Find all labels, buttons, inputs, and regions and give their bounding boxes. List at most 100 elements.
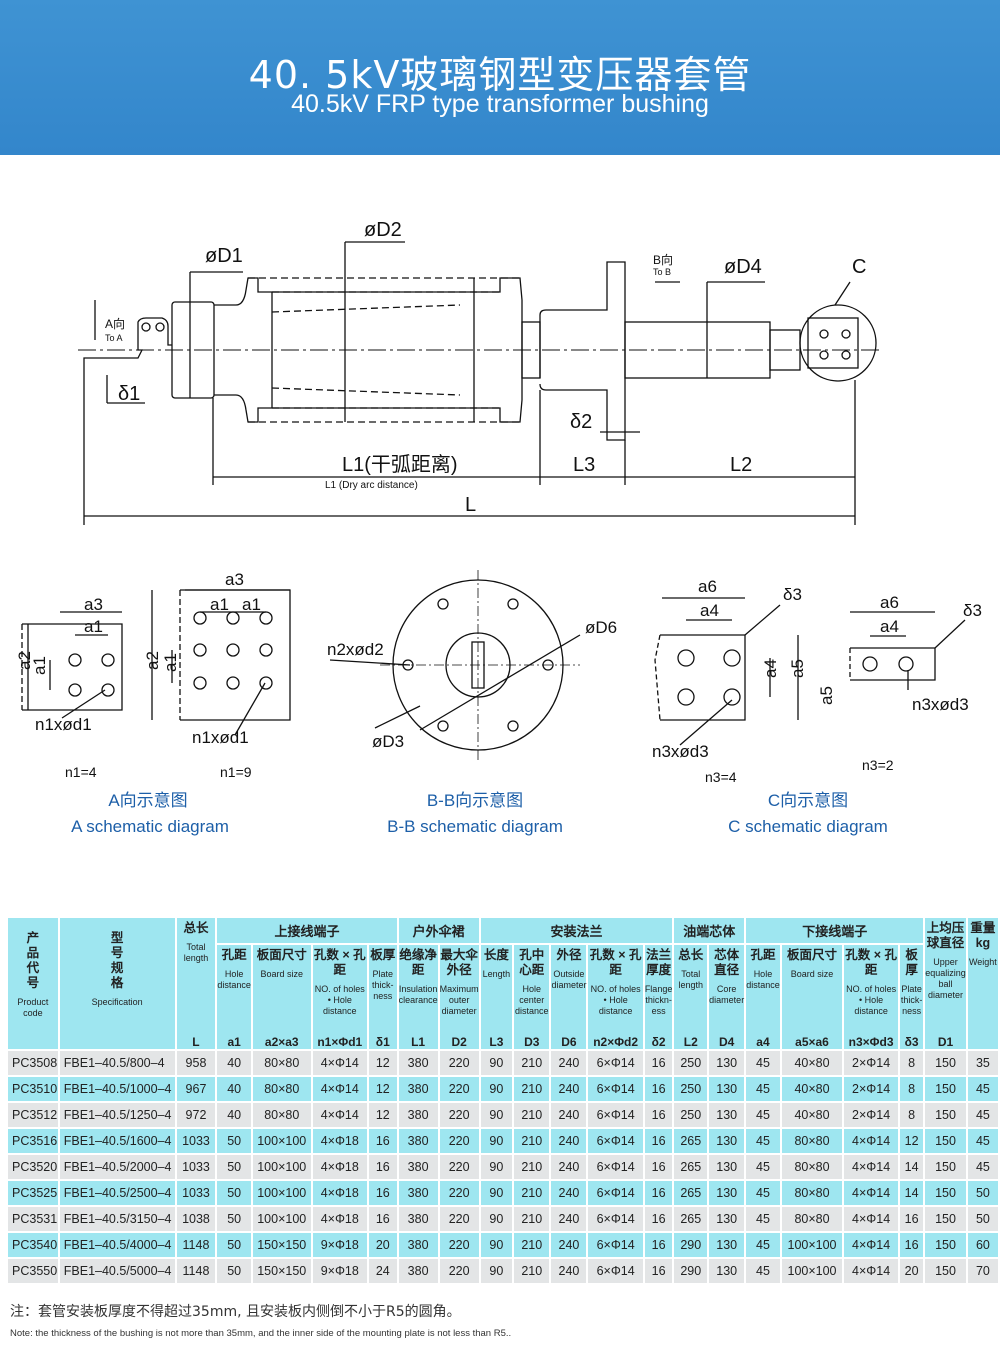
table-cell: 100×100 <box>781 1233 843 1257</box>
table-cell: 45 <box>746 1207 780 1231</box>
table-cell: 90 <box>480 1077 513 1101</box>
header-chinese: 上均压球直径 <box>926 921 965 950</box>
column-group-header: 上接线端子 <box>217 918 397 943</box>
table-cell: 380 <box>398 1155 438 1179</box>
table-cell: 220 <box>439 1181 479 1205</box>
table-cell: 45 <box>746 1233 780 1257</box>
table-cell: 9×Φ18 <box>312 1259 367 1283</box>
header-english: Upper equalizing ball diameter <box>925 957 966 1000</box>
table-cell: 150 <box>925 1181 966 1205</box>
header-chinese: 孔数 × 孔距 <box>313 948 366 977</box>
table-cell: 45 <box>967 1155 998 1179</box>
table-cell: 265 <box>674 1181 708 1205</box>
table-cell: PC3510 <box>8 1077 58 1101</box>
table-cell: 150 <box>925 1103 966 1127</box>
table-cell: 12 <box>899 1129 924 1153</box>
table-cell: 2×Φ14 <box>844 1051 898 1075</box>
table-cell: 130 <box>709 1051 745 1075</box>
table-cell: 16 <box>368 1155 397 1179</box>
table-cell: 45 <box>967 1103 998 1127</box>
label-to-a: To A <box>105 333 123 343</box>
header-symbol: a2×a3 <box>264 1035 299 1049</box>
label-l: L <box>465 494 476 516</box>
caption-c-cn: C向示意图 <box>768 791 848 810</box>
header-symbol: L3 <box>489 1035 504 1049</box>
header-english: Flange thickn-ess <box>644 984 673 1016</box>
table-cell: 45 <box>967 1077 998 1101</box>
table-cell: PC3540 <box>8 1233 58 1257</box>
table-cell: FBE1–40.5/5000–4 <box>59 1259 175 1283</box>
table-cell: 6×Φ14 <box>588 1259 643 1283</box>
table-cell: 240 <box>551 1207 587 1231</box>
label-n1d1-9: n1xød1 <box>192 728 249 747</box>
table-cell: FBE1–40.5/2500–4 <box>59 1181 175 1205</box>
table-cell: 90 <box>480 1233 513 1257</box>
header-english: Specification <box>91 997 143 1007</box>
table-cell: 265 <box>674 1207 708 1231</box>
table-cell: 210 <box>514 1077 550 1101</box>
header-chinese: 芯体直径 <box>714 948 740 977</box>
table-cell: 265 <box>674 1155 708 1179</box>
table-cell: 45 <box>746 1155 780 1179</box>
header-symbol: a4 <box>756 1035 770 1049</box>
label-a1: a1 <box>84 617 103 636</box>
table-cell: 220 <box>439 1051 479 1075</box>
table-cell: 1033 <box>176 1155 216 1179</box>
table-cell: 80×80 <box>781 1181 843 1205</box>
header-english: Maximum outer diameter <box>439 984 479 1016</box>
header-chinese: 长度 <box>483 948 509 962</box>
header-chinese: 孔数 × 孔距 <box>845 948 897 977</box>
table-cell: 4×Φ14 <box>844 1259 898 1283</box>
table-cell: 100×100 <box>781 1259 843 1283</box>
table-cell: PC3508 <box>8 1051 58 1075</box>
caption-a-cn: A向示意图 <box>108 791 187 810</box>
table-cell: FBE1–40.5/1250–4 <box>59 1103 175 1127</box>
table-cell: 150 <box>925 1259 966 1283</box>
table-cell: 20 <box>899 1259 924 1283</box>
table-cell: 265 <box>674 1129 708 1153</box>
table-cell: 240 <box>551 1129 587 1153</box>
table-cell: 12 <box>368 1077 397 1101</box>
table-cell: 250 <box>674 1051 708 1075</box>
label-a1-vertical: a1 <box>30 656 49 675</box>
table-cell: 14 <box>899 1181 924 1205</box>
table-cell: 6×Φ14 <box>588 1051 643 1075</box>
table-cell: 8 <box>899 1103 924 1127</box>
label-n1-4: n1=4 <box>65 764 97 780</box>
table-cell: FBE1–40.5/4000–4 <box>59 1233 175 1257</box>
table-cell: 6×Φ14 <box>588 1103 643 1127</box>
table-cell: 45 <box>746 1051 780 1075</box>
label-d6: øD6 <box>585 618 617 637</box>
table-cell: 40×80 <box>781 1103 843 1127</box>
table-cell: 250 <box>674 1077 708 1101</box>
table-cell: 80×80 <box>252 1077 311 1101</box>
table-cell: 240 <box>551 1051 587 1075</box>
table-cell: 150 <box>925 1077 966 1101</box>
table-cell: 4×Φ14 <box>312 1103 367 1127</box>
table-cell: 1148 <box>176 1259 216 1283</box>
table-cell: 380 <box>398 1129 438 1153</box>
table-cell: 150×150 <box>252 1233 311 1257</box>
note-en: Note: the thickness of the bushing is no… <box>10 1328 512 1339</box>
table-cell: 290 <box>674 1233 708 1257</box>
table-cell: 40 <box>217 1077 251 1101</box>
table-cell: 220 <box>439 1077 479 1101</box>
table-cell: 150 <box>925 1233 966 1257</box>
table-cell: FBE1–40.5/1600–4 <box>59 1129 175 1153</box>
header-chinese: 绝缘净距 <box>399 948 437 977</box>
label-a2-9: a2 <box>143 651 162 670</box>
table-cell: 210 <box>514 1129 550 1153</box>
header-symbol: L <box>192 1035 200 1049</box>
label-a1-right: a1 <box>242 595 261 614</box>
table-cell: 9×Φ18 <box>312 1233 367 1257</box>
header-english: NO. of holes • Hole distance <box>314 984 365 1016</box>
table-cell: 4×Φ18 <box>312 1155 367 1179</box>
